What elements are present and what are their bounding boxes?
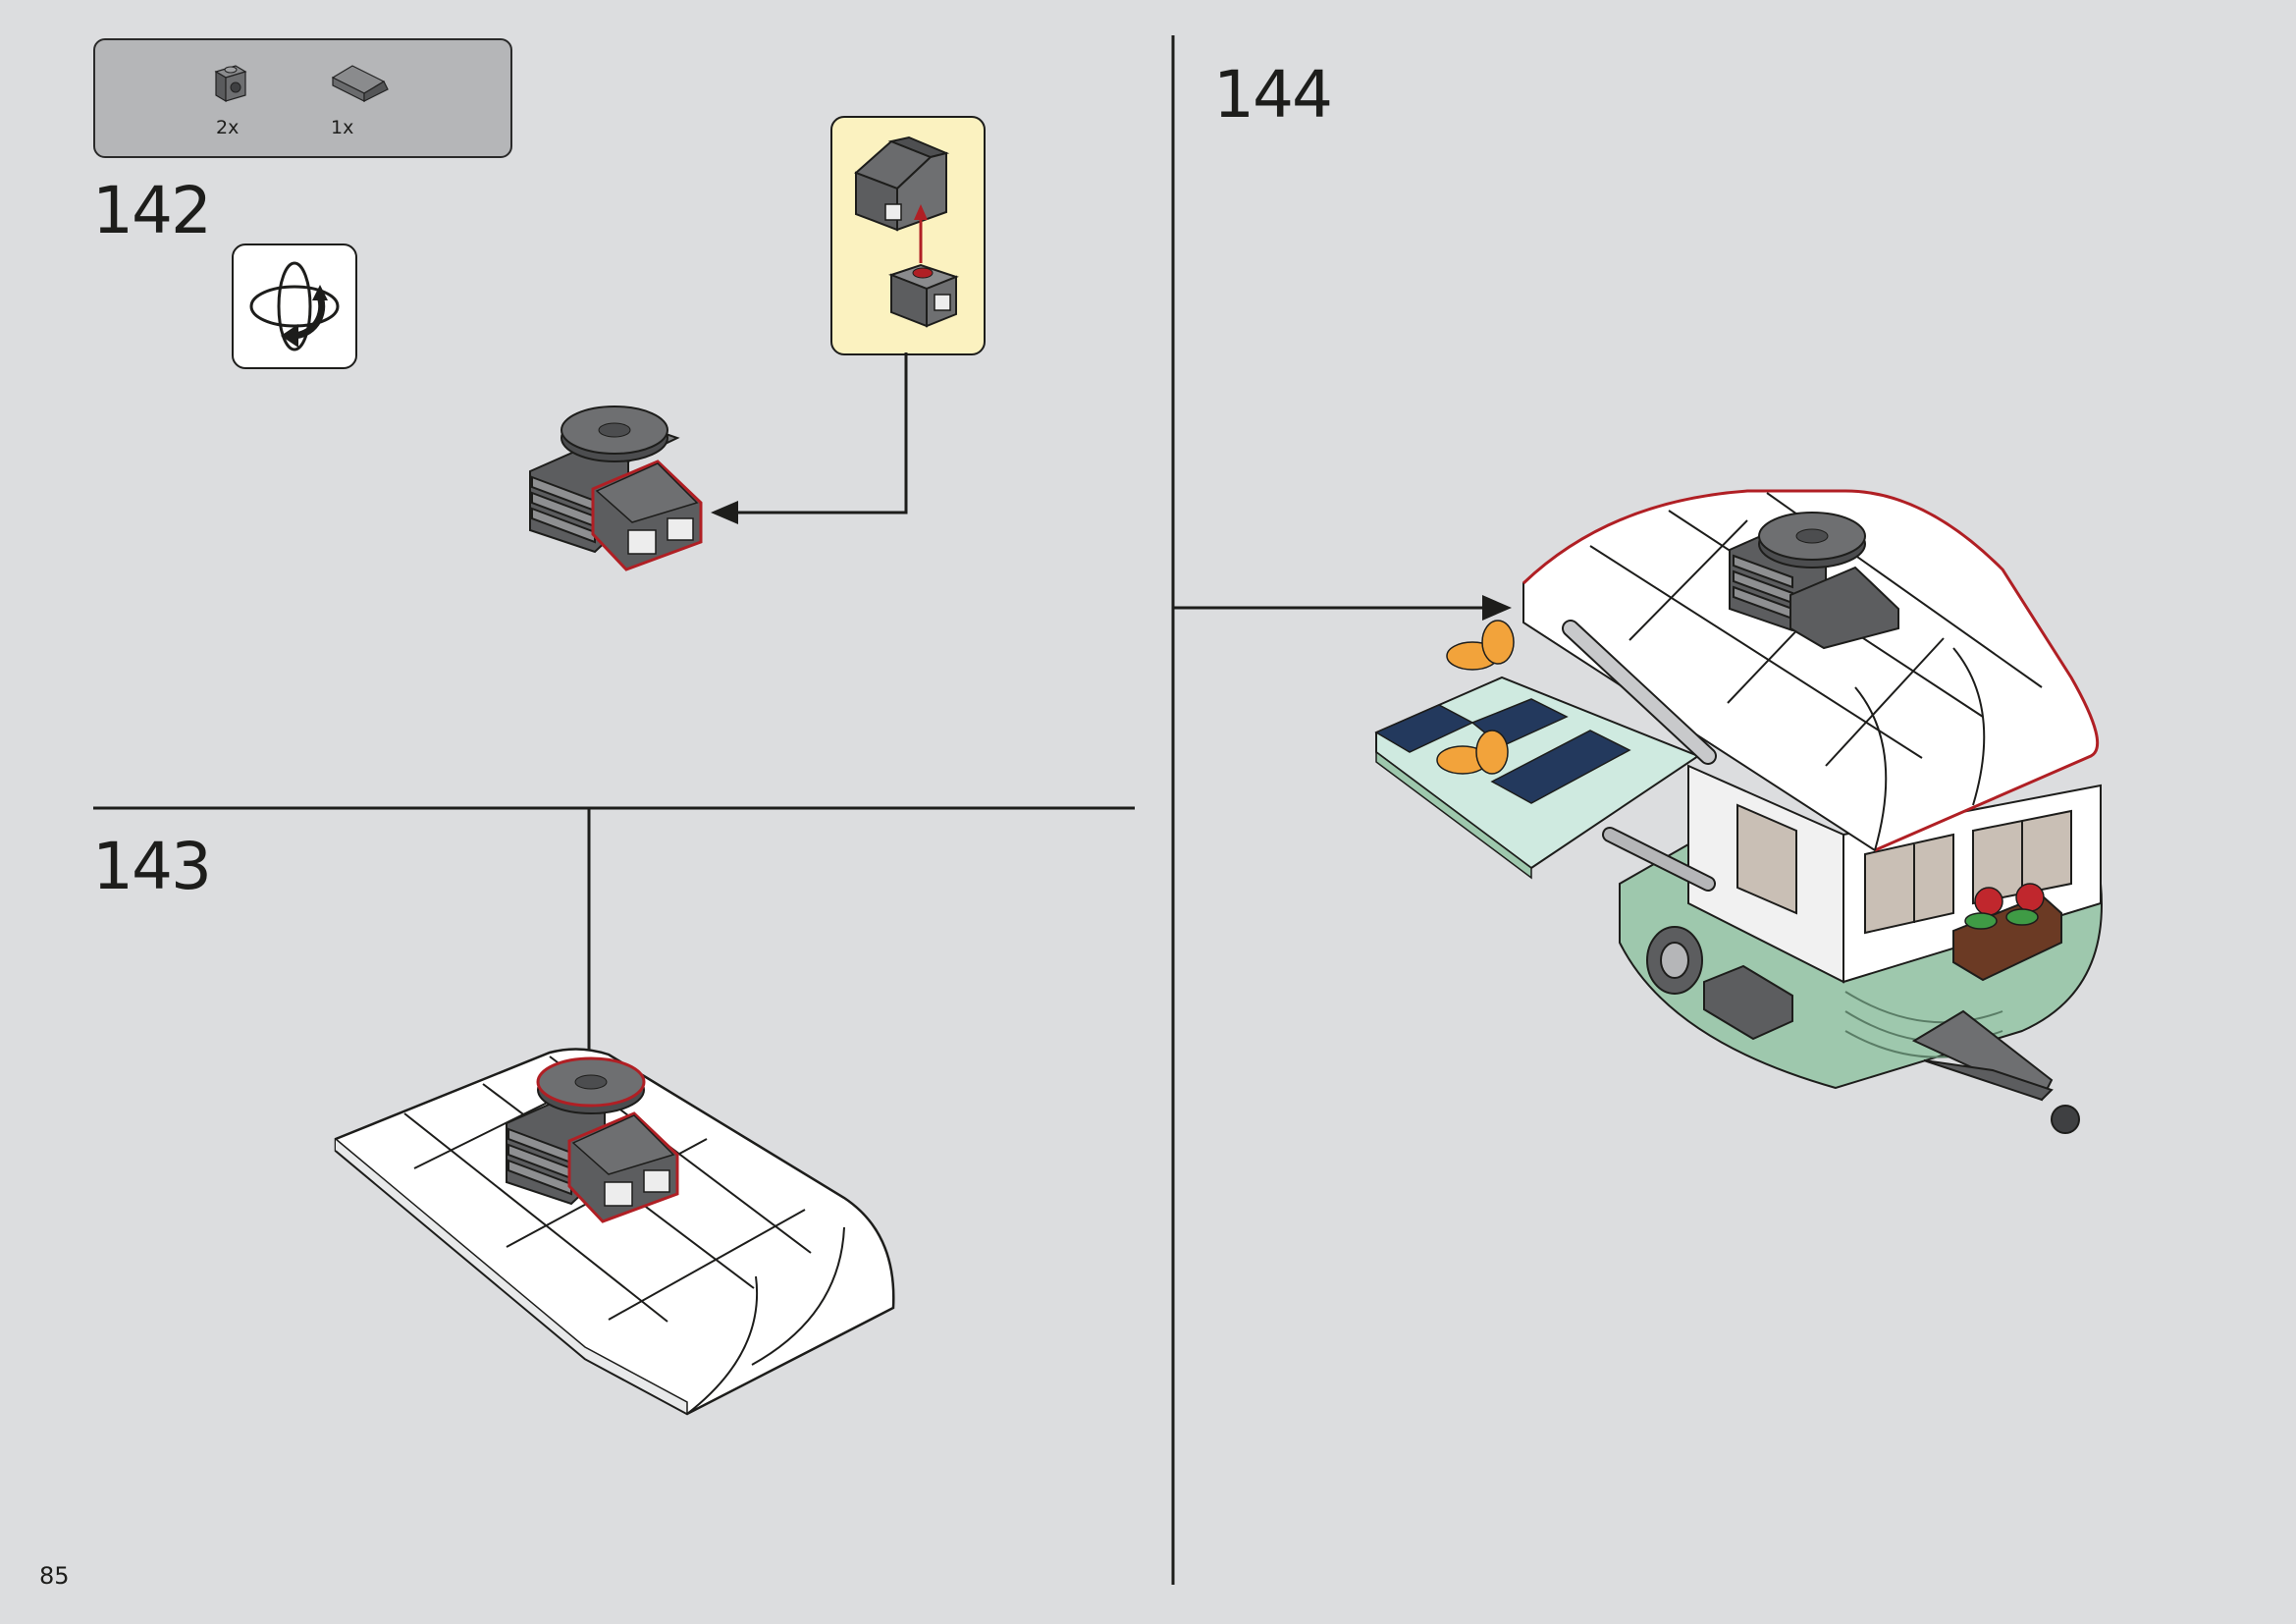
- parts-list-box: 2x 1x: [93, 38, 512, 158]
- step-number-144: 144: [1213, 57, 1333, 133]
- brick-1x1-clip-icon: [214, 65, 247, 103]
- part-quantity-1: 2x: [216, 117, 240, 138]
- step-142-assembly: [529, 406, 703, 571]
- step-144-caravan: [1374, 489, 2103, 1134]
- callout-arrow: [711, 352, 908, 524]
- step-143-roof-assembly: [334, 1048, 895, 1416]
- part-quantity-2: 1x: [331, 117, 354, 138]
- slope-brick-icon: [331, 65, 389, 102]
- step-144-arrow: [1173, 595, 1512, 621]
- sub-assembly-illustration: [854, 135, 959, 328]
- sub-assembly-callout: [830, 116, 986, 355]
- rotate-model-icon: [249, 261, 340, 352]
- step-number-142: 142: [92, 173, 212, 248]
- page-number: 85: [39, 1562, 70, 1590]
- step-number-143: 143: [92, 829, 212, 904]
- rotate-model-box: [232, 244, 357, 369]
